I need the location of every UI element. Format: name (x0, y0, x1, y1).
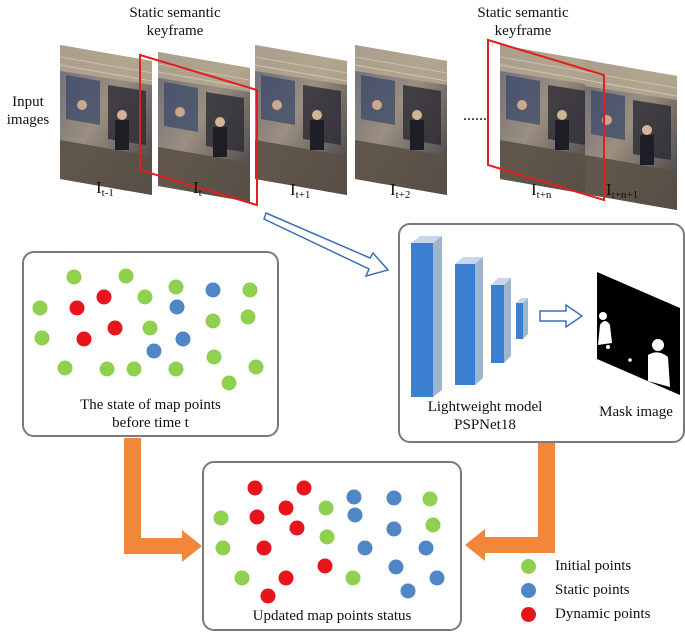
legend-swatch-static (521, 583, 536, 598)
keyframe-left-line2: keyframe (146, 23, 204, 39)
keyframe-highlight-left (139, 53, 258, 207)
legend: Initial points Static points Dynamic poi… (521, 556, 681, 628)
map-points-caption-line2: before time t (112, 415, 189, 431)
model-caption-line1: Lightweight model (427, 399, 543, 415)
flow-arrow-right (465, 443, 555, 561)
frame-label-t: It (193, 178, 202, 199)
dots-updated-status (213, 480, 445, 604)
dots-before-time-t (32, 268, 264, 391)
map-points-caption-line1: The state of map points (80, 397, 221, 413)
frame-image-t-plus-2 (354, 44, 448, 196)
legend-swatch-dynamic (521, 607, 536, 622)
legend-item-dynamic: Dynamic points (521, 604, 681, 628)
mask-image (597, 272, 680, 395)
legend-swatch-initial (521, 559, 536, 574)
legend-item-initial: Initial points (521, 556, 681, 580)
input-label-line1: Input (12, 94, 44, 110)
frame-label-t-plus-n: It+n (531, 180, 552, 201)
model-caption: Lightweight model PSPNet18 (410, 398, 560, 434)
flow-arrow-left (124, 438, 202, 562)
frame-label-t-plus-2: It+2 (390, 180, 411, 201)
keyframe-right-line1: Static semantic (477, 5, 569, 21)
hollow-arrow-to-model (263, 211, 390, 278)
frame-label-t-plus-n-plus-1: It+n+1 (606, 180, 639, 201)
keyframe-right-line2: keyframe (494, 23, 552, 39)
map-points-before-caption: The state of map points before time t (22, 396, 279, 432)
map-points-before-box (22, 251, 279, 437)
legend-item-static: Static points (521, 580, 681, 604)
input-images-label: Input images (0, 93, 56, 129)
keyframe-highlight-right (487, 38, 605, 202)
hollow-arrow-to-mask (539, 303, 584, 329)
frame-image-t-plus-1 (254, 44, 348, 196)
model-caption-line2: PSPNet18 (454, 417, 516, 433)
updated-map-points-box (202, 461, 462, 631)
frame-label-t-plus-1: It+1 (290, 180, 311, 201)
frame-image-t-minus-1 (59, 44, 153, 196)
keyframe-label-right: Static semantic keyframe (448, 4, 598, 40)
model-box (398, 223, 685, 443)
keyframe-label-left: Static semantic keyframe (100, 4, 250, 40)
network-layers (411, 236, 528, 397)
legend-label-dynamic: Dynamic points (555, 606, 651, 622)
input-label-line2: images (6, 112, 50, 128)
legend-label-static: Static points (555, 582, 630, 598)
frame-label-t-minus-1: It-1 (96, 178, 114, 199)
updated-map-points-caption: Updated map points status (252, 608, 412, 624)
keyframe-left-line1: Static semantic (129, 5, 221, 21)
mask-image-label: Mask image (599, 404, 673, 420)
ellipsis: ...... (463, 107, 487, 124)
legend-label-initial: Initial points (555, 558, 632, 574)
